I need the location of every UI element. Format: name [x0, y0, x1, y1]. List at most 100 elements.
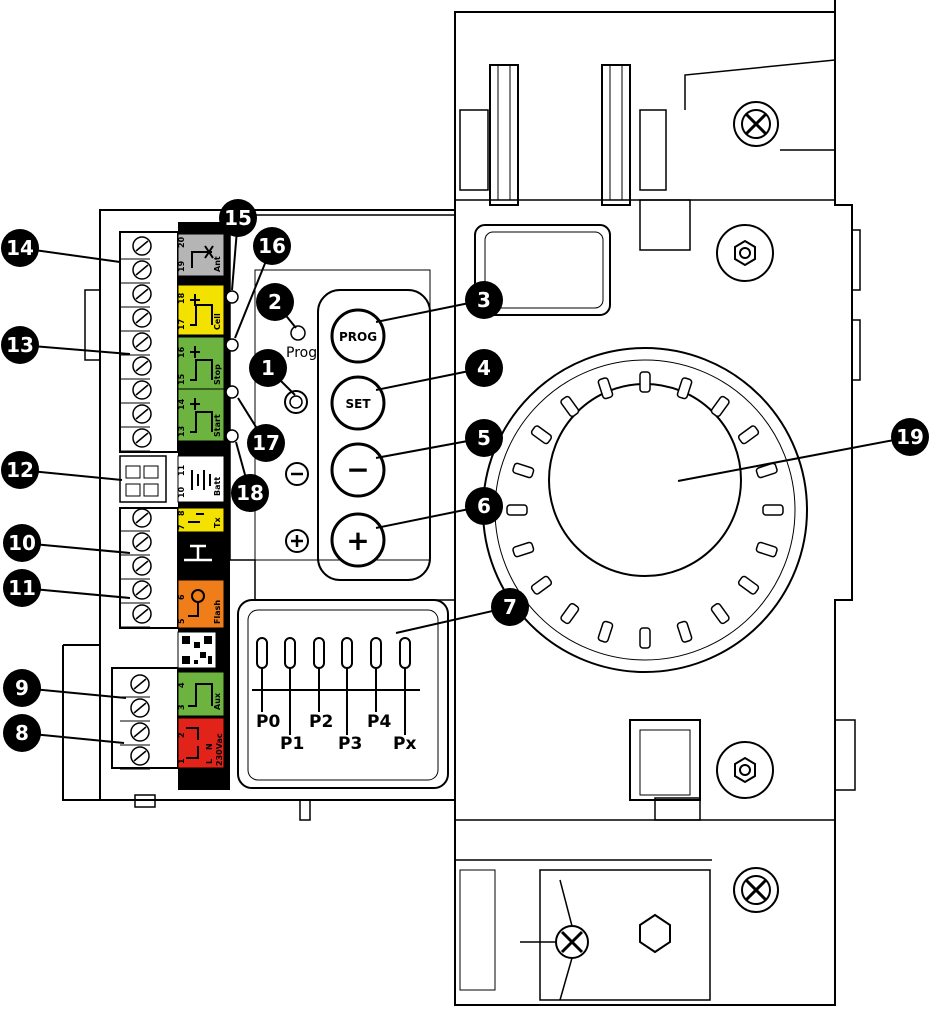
terminal-screw-icon [132, 308, 152, 328]
plus-button-label: + [346, 524, 369, 557]
start-label: Start [213, 414, 222, 437]
callout-18: 18 [231, 474, 269, 512]
power24v-terminal: 24V [177, 531, 225, 575]
screw-icon [733, 101, 779, 147]
callout-4: 4 [465, 349, 503, 387]
svg-text:6: 6 [477, 494, 491, 518]
terminal-screw-icon [130, 698, 150, 718]
dip-label-p3: P3 [338, 734, 362, 754]
set-button[interactable]: SET [330, 375, 386, 431]
power24v-label: 24V [213, 552, 222, 570]
gear-slot [676, 620, 693, 643]
prog-led: Prog [286, 325, 317, 361]
dip-switch[interactable] [284, 637, 296, 669]
plus-led-symbol [285, 529, 309, 553]
terminal-screws [120, 236, 152, 770]
terminal-screw-icon [132, 532, 152, 552]
terminal-screw-icon [132, 356, 152, 376]
tx-terminal: Tx 7 8 [177, 507, 225, 533]
tx-label: Tx [213, 517, 222, 528]
svg-text:17: 17 [252, 431, 280, 455]
cell-num-a: 17 [177, 319, 186, 330]
svg-text:19: 19 [896, 425, 924, 449]
svg-text:2: 2 [268, 290, 282, 314]
terminal-screw-icon [132, 404, 152, 424]
mains-label: 230Vac [215, 733, 224, 766]
screw-icon [716, 741, 774, 799]
terminal-screw-icon [132, 556, 152, 576]
svg-text:7: 7 [503, 595, 517, 619]
gear-slot [737, 425, 760, 445]
aux-terminal: Aux 3 4 [177, 671, 225, 717]
minus-led-symbol [285, 462, 309, 486]
dip-label-p2: P2 [309, 712, 333, 732]
terminal-screw-icon [132, 284, 152, 304]
gear-slot [560, 602, 580, 625]
antenna-num-b: 20 [177, 236, 186, 248]
tx-num-a: 7 [177, 524, 186, 530]
terminal-screw-icon [130, 722, 150, 742]
stop-label: Stop [213, 364, 222, 385]
screw-icon [520, 879, 671, 1001]
gear-slot [755, 462, 778, 479]
callout-10: 10 [3, 524, 41, 562]
antenna-num-a: 19 [177, 260, 186, 272]
antenna-icon [191, 245, 214, 268]
dip-switch-block [252, 637, 420, 735]
svg-text:14: 14 [6, 236, 34, 260]
flash-icon [188, 589, 205, 617]
callout-11: 11 [3, 569, 41, 607]
minus-button[interactable]: − [330, 442, 386, 498]
dip-label-p4: P4 [367, 712, 391, 732]
mains-num-b: 2 [177, 732, 186, 738]
mains-icon [186, 727, 199, 759]
terminal-screw-icon [132, 260, 152, 280]
cell-num-b: 18 [177, 292, 186, 304]
aux-num-a: 3 [177, 704, 186, 710]
mains-num-a: 1 [177, 758, 186, 764]
led-icon [225, 290, 239, 443]
screw-icon [716, 224, 774, 282]
dip-switch[interactable] [370, 637, 382, 669]
gear-slot [676, 377, 693, 400]
antenna-label: Ant [213, 256, 222, 272]
dip-switch[interactable] [313, 637, 325, 669]
gear-slot [710, 602, 730, 625]
callout-1: 1 [249, 349, 287, 387]
flash-num-b: 6 [177, 594, 186, 600]
aux-num-b: 4 [177, 682, 186, 688]
tx-num-b: 8 [177, 510, 186, 516]
battery-num-b: 11 [177, 464, 186, 476]
gear-slot [560, 395, 580, 418]
cell-label: Cell [213, 313, 222, 330]
prog-button[interactable]: PROG [330, 308, 386, 364]
svg-text:15: 15 [224, 206, 252, 230]
cell-icon [190, 294, 213, 326]
svg-text:16: 16 [258, 234, 286, 258]
battery-label: Batt [213, 477, 222, 496]
dip-switch[interactable] [256, 637, 268, 669]
set-button-label: SET [345, 397, 371, 411]
antenna-terminal: Ant 19 20 [177, 233, 225, 277]
svg-text:1: 1 [261, 356, 275, 380]
flash-num-a: 5 [177, 618, 186, 624]
dip-label-px: Px [393, 734, 416, 754]
start-num-a: 13 [177, 426, 186, 437]
gear-wheel-icon [482, 347, 808, 673]
callout-8: 8 [3, 714, 41, 752]
power-led [284, 390, 308, 414]
svg-text:9: 9 [15, 676, 29, 700]
callout-3: 3 [465, 281, 503, 319]
stop-terminal: Stop 15 16 [177, 336, 225, 390]
callout-markers: 1 2 3 4 5 6 7 8 9 10 11 12 13 14 15 16 1… [1, 199, 929, 752]
svg-text:3: 3 [477, 288, 491, 312]
gear-slot [530, 575, 553, 595]
flash-terminal: Flash 5 6 [177, 579, 225, 629]
plus-button[interactable]: + [330, 512, 386, 568]
dip-switch[interactable] [341, 637, 353, 669]
callout-7: 7 [491, 588, 529, 626]
dip-switch[interactable] [399, 637, 411, 669]
dip-label-p0: P0 [256, 712, 280, 732]
terminal-screw-icon [130, 674, 150, 694]
